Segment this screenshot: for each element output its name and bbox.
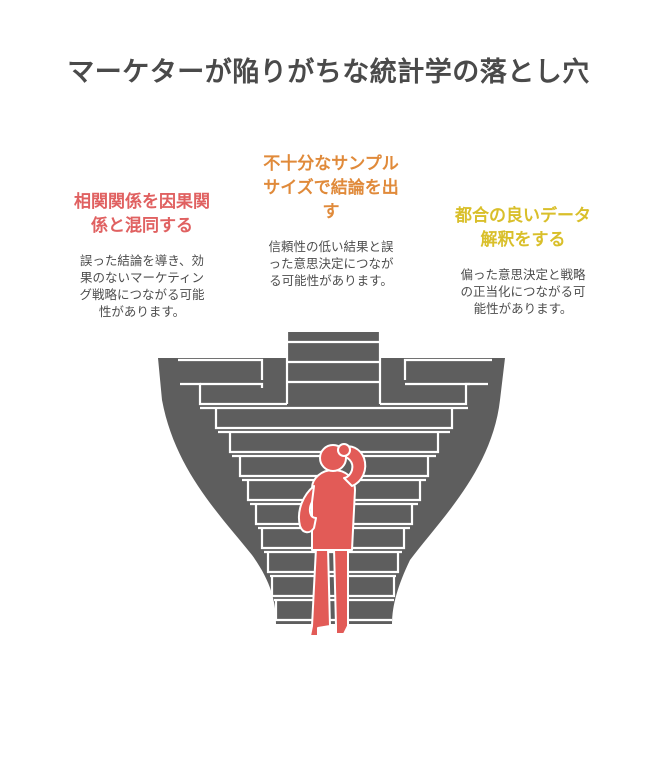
page-title: マーケターが陥りがちな統計学の落とし穴	[67, 57, 590, 88]
confused-person-icon	[298, 443, 367, 637]
pitfall-heading: 相関関係を因果関 係と混同する	[74, 192, 210, 236]
pitfall-description: 誤った結論を導き、効 果のないマーケティン グ戦略につながる可能 性があります。	[79, 253, 205, 319]
person-legs	[309, 547, 331, 637]
pitfall-sample-size: 不十分なサンプル サイズで結論を出 す 信頼性の低い結果と誤 った意思決定につな…	[246, 152, 416, 289]
pitfall-description: 偏った意思決定と戦略 の正当化につながる可 能性があります。	[460, 267, 586, 316]
person-arm-hip	[298, 485, 317, 534]
pitfall-heading: 不十分なサンプル サイズで結論を出 す	[263, 154, 399, 222]
pitfall-heading: 都合の良いデータ 解釈をする	[455, 206, 591, 250]
pitfall-correlation: 相関関係を因果関 係と混同する 誤った結論を導き、効 果のないマーケティン グ戦…	[56, 190, 228, 320]
pitfall-cherry-picking: 都合の良いデータ 解釈をする 偏った意思決定と戦略 の正当化につながる可 能性が…	[430, 204, 616, 317]
pitfall-description: 信頼性の低い結果と誤 った意思決定につなが る可能性があります。	[268, 239, 394, 288]
